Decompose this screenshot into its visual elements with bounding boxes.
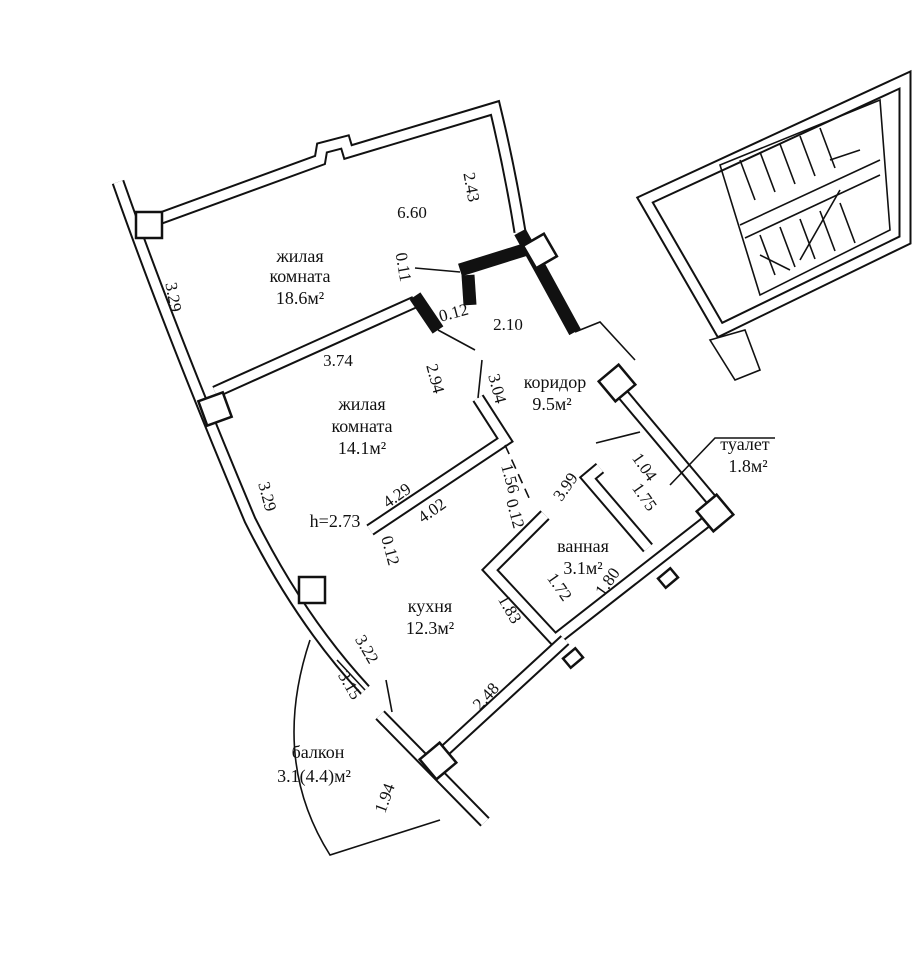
dim-label: 3.22 <box>351 632 382 667</box>
dim-label: 0.11 <box>392 251 416 283</box>
dim-label: 0.12 <box>502 497 528 531</box>
kitchen-label: кухня <box>408 596 452 616</box>
dim-label: 3.74 <box>323 351 353 370</box>
living-room-1-label2: комната <box>269 266 330 286</box>
dim-label: 3.29 <box>161 281 185 314</box>
living-room-2-area: 14.1м² <box>338 438 386 458</box>
living-room-1-label: жилая <box>275 246 323 266</box>
bathroom-label: ванная <box>557 536 609 556</box>
staircase <box>635 69 912 381</box>
living-room-1-area: 18.6м² <box>276 288 324 308</box>
ceiling-height: h=2.73 <box>310 511 361 531</box>
dim-label: 2.10 <box>493 315 523 334</box>
dim-label: 2.43 <box>459 171 483 204</box>
dim-label: 0.12 <box>377 534 403 568</box>
walls <box>111 99 725 856</box>
living-room-2-label2: комната <box>331 416 392 436</box>
toilet-label: туалет <box>720 434 770 454</box>
dim-label: 0.12 <box>437 300 471 326</box>
balcony-label: балкон <box>292 742 345 762</box>
kitchen-area: 12.3м² <box>406 618 454 638</box>
living-room-2-label: жилая <box>337 394 385 414</box>
dim-label: 1.56 <box>497 462 523 496</box>
dim-label: 1.75 <box>628 479 661 514</box>
dim-label: 3.29 <box>254 480 280 514</box>
dim-label: 2.94 <box>422 362 448 396</box>
corridor-label: коридор <box>524 372 587 392</box>
balcony-area: 3.1(4.4)м² <box>277 766 351 787</box>
dim-label: 6.60 <box>397 203 427 222</box>
dim-label: 3.99 <box>549 469 582 504</box>
corridor-area: 9.5м² <box>532 394 571 414</box>
dim-label: 3.15 <box>334 668 365 703</box>
bathroom-area: 3.1м² <box>563 558 602 578</box>
dim-label: 1.94 <box>371 780 399 815</box>
columns <box>134 210 736 782</box>
dim-label: 3.04 <box>484 372 510 406</box>
toilet-area: 1.8м² <box>728 456 767 476</box>
